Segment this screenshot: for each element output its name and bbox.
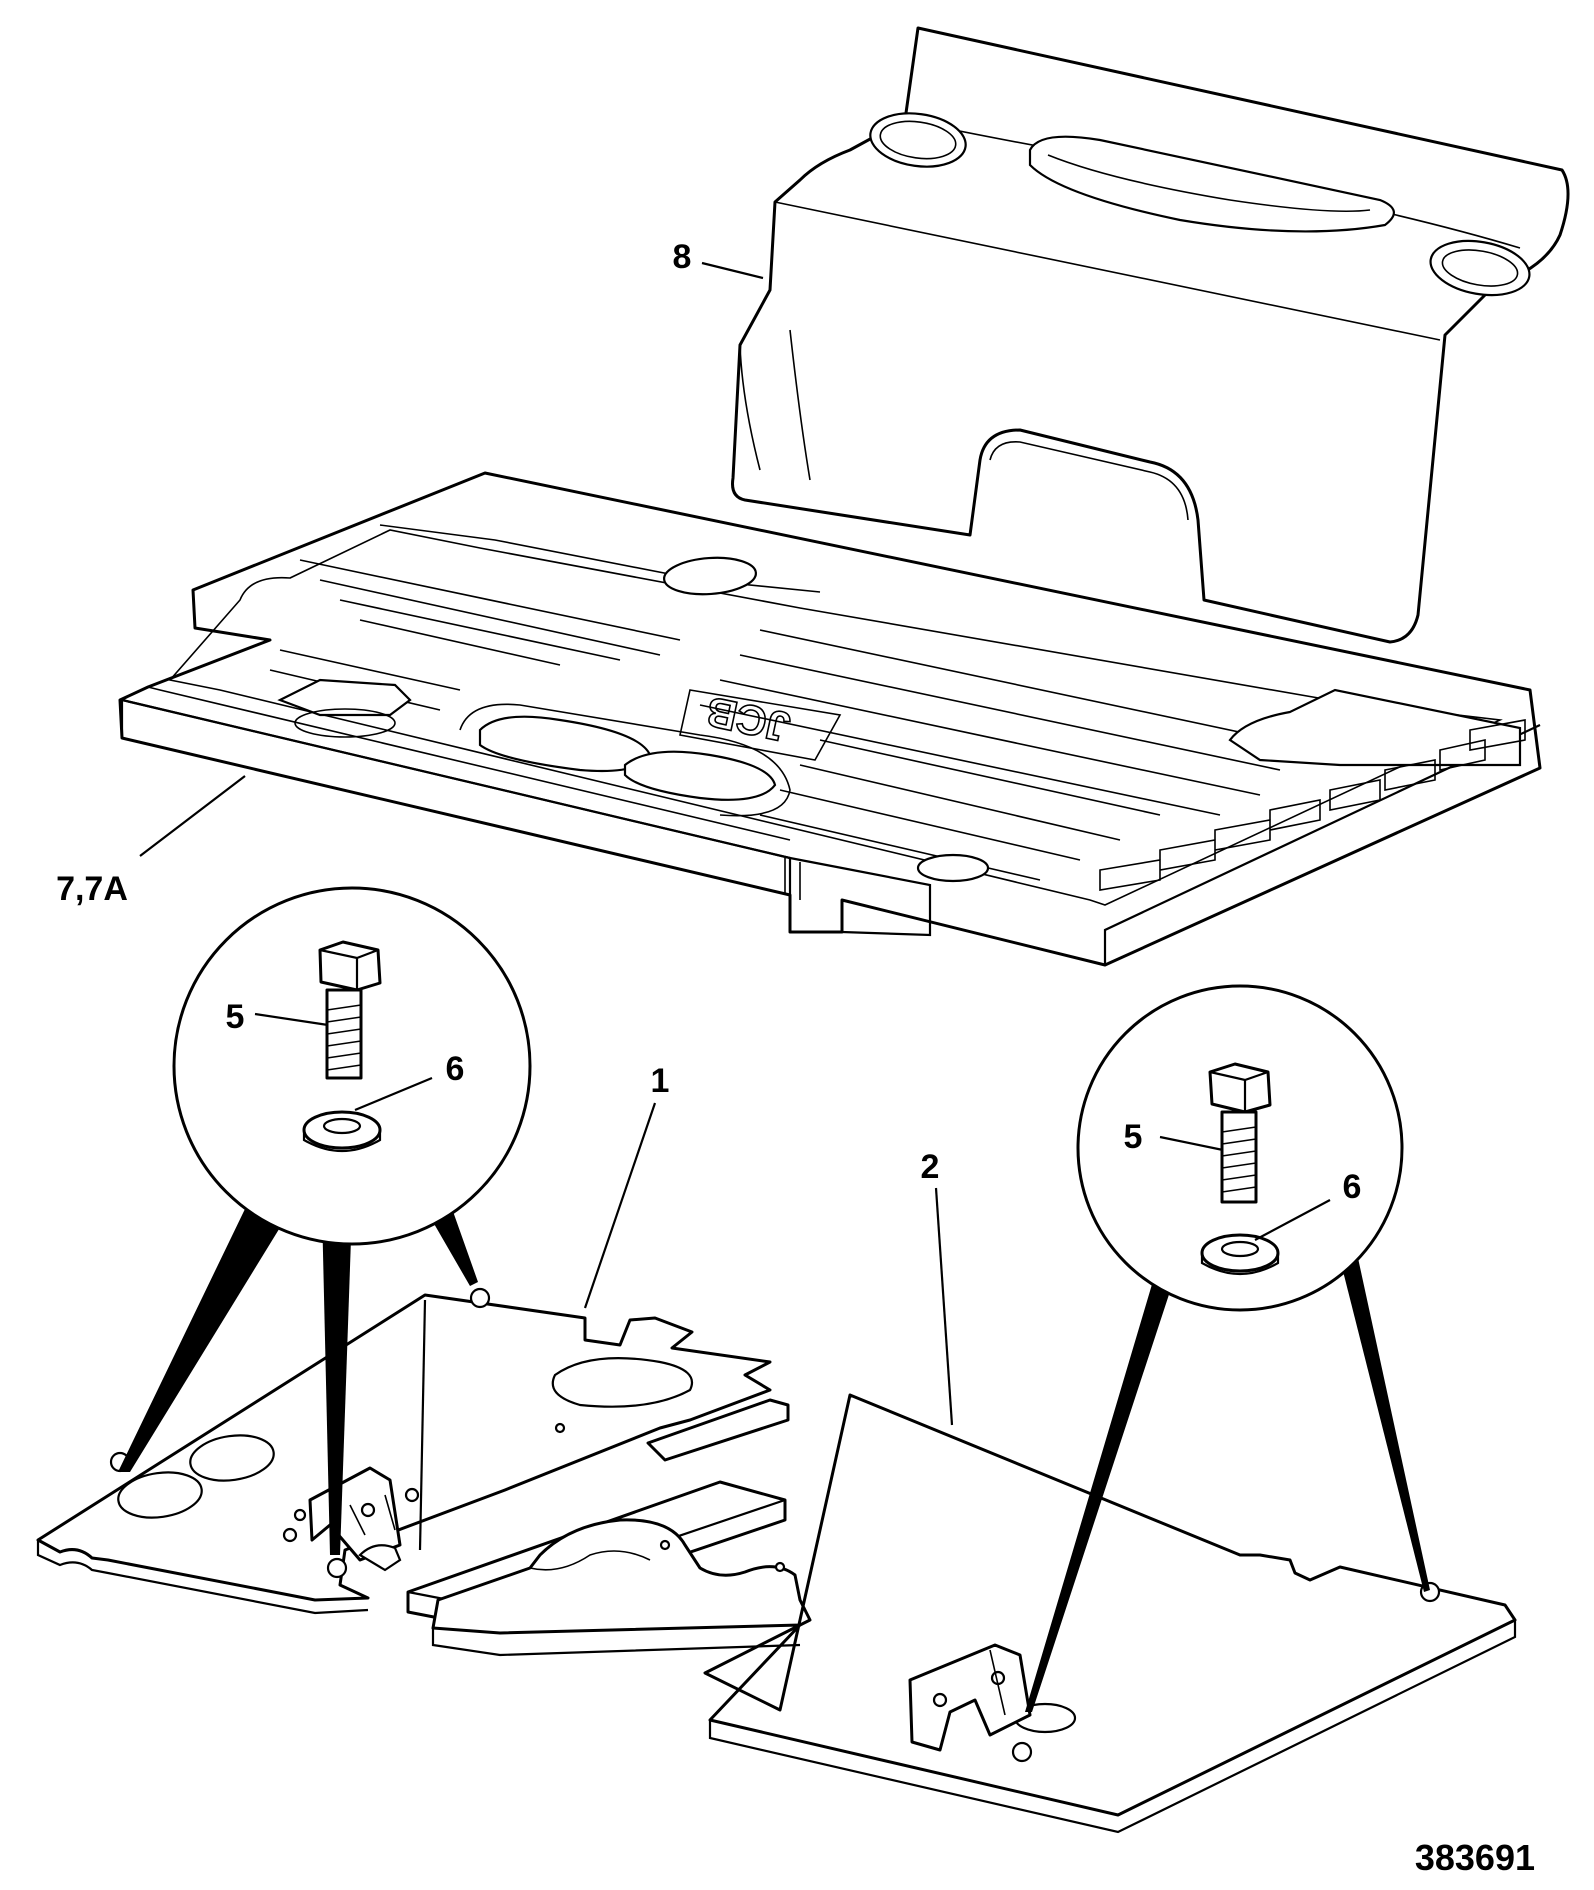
bolt-right	[1208, 1062, 1272, 1204]
leader-5-right	[1159, 1135, 1224, 1152]
leader-5-left	[254, 1012, 329, 1027]
floor-mat-part-7-7a: JCB	[118, 471, 1542, 967]
washer-left	[302, 1110, 382, 1153]
leader-6-right	[1254, 1199, 1331, 1241]
leader-2	[934, 1187, 954, 1426]
callout-1: 1	[651, 1062, 670, 1100]
callout-7-7a: 7,7A	[56, 870, 128, 908]
detail-circle-right	[1025, 984, 1430, 1712]
leader-8	[701, 261, 764, 280]
mat-edge-connectors	[1099, 719, 1526, 891]
leader-1	[583, 1102, 657, 1309]
figure-number: 383691	[1415, 1837, 1535, 1878]
callout-5-left: 5	[226, 998, 245, 1036]
callout-2: 2	[921, 1148, 940, 1186]
detail-circle-left	[118, 886, 532, 1555]
floor-plate-part-2	[431, 1393, 1517, 1834]
callout-8: 8	[673, 238, 692, 276]
leader-7	[139, 775, 246, 857]
rear-cover-panel-part-8	[731, 26, 1570, 644]
callout-6-left: 6	[446, 1050, 465, 1088]
callout-5-right: 5	[1124, 1118, 1143, 1156]
callout-6-right: 6	[1343, 1168, 1362, 1206]
bolt-left	[318, 940, 382, 1080]
leader-6-left	[354, 1076, 433, 1112]
washer-right	[1200, 1233, 1280, 1276]
leader-lines	[139, 261, 1331, 1426]
